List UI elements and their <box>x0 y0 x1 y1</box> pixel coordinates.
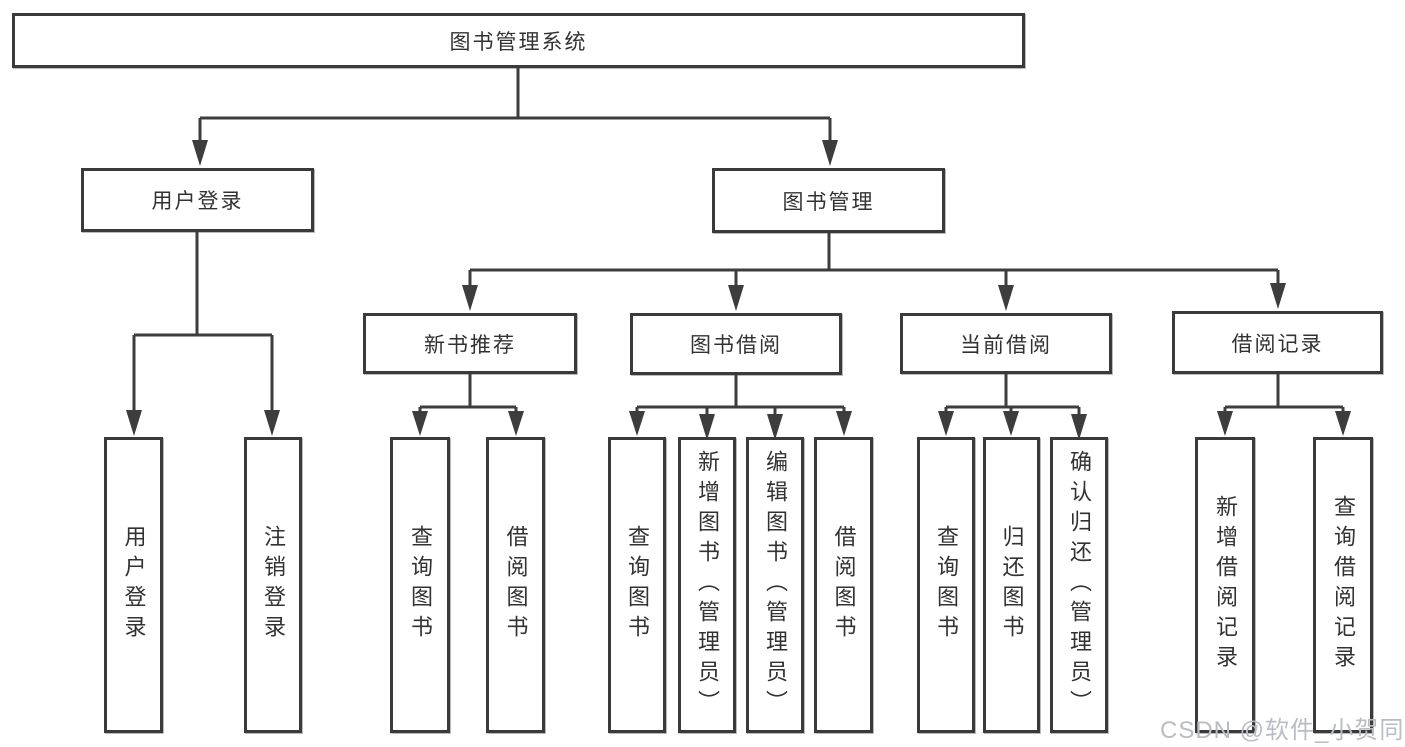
leaf-borrow-books-newbook: 借阅图书 <box>486 437 545 733</box>
leaf-edit-book-admin: 编辑图书（管理员） <box>746 437 804 733</box>
connector-borrow-record-to-leaves <box>1217 374 1351 436</box>
node-module-current-borrow: 当前借阅 <box>900 313 1112 374</box>
connector-current-borrow-to-leaves <box>938 374 1087 440</box>
connector-new-book-to-leaves <box>412 374 524 436</box>
leaf-query-books-newbook: 查询图书 <box>390 437 450 733</box>
leaf-borrow-books: 借阅图书 <box>814 437 873 733</box>
connector-user-login-to-leaves <box>126 232 280 436</box>
leaf-logout: 注销登录 <box>244 437 302 733</box>
node-branch-book-management: 图书管理 <box>712 168 945 233</box>
leaf-query-borrow-record: 查询借阅记录 <box>1313 437 1373 733</box>
node-module-borrow-record: 借阅记录 <box>1172 311 1383 374</box>
connector-book-borrow-to-leaves <box>629 374 852 440</box>
leaf-confirm-return-admin: 确认归还（管理员） <box>1050 437 1108 733</box>
leaf-query-books-current: 查询图书 <box>917 437 975 733</box>
leaf-add-borrow-record: 新增借阅记录 <box>1195 437 1255 733</box>
leaf-add-book-admin: 新增图书（管理员） <box>678 437 736 733</box>
connector-book-mgmt-to-modules <box>462 233 1286 311</box>
node-root-library-system: 图书管理系统 <box>12 13 1025 68</box>
leaf-query-books-borrow: 查询图书 <box>608 437 666 733</box>
connector-root-to-branches <box>192 68 838 166</box>
csdn-watermark: CSDN @软件_小贺同学 <box>1160 717 1405 744</box>
leaf-return-books: 归还图书 <box>983 437 1040 733</box>
node-module-book-borrow: 图书借阅 <box>630 313 842 375</box>
node-module-new-book-recommend: 新书推荐 <box>363 313 577 374</box>
leaf-user-login: 用户登录 <box>104 437 163 733</box>
node-branch-user-login: 用户登录 <box>81 168 314 232</box>
